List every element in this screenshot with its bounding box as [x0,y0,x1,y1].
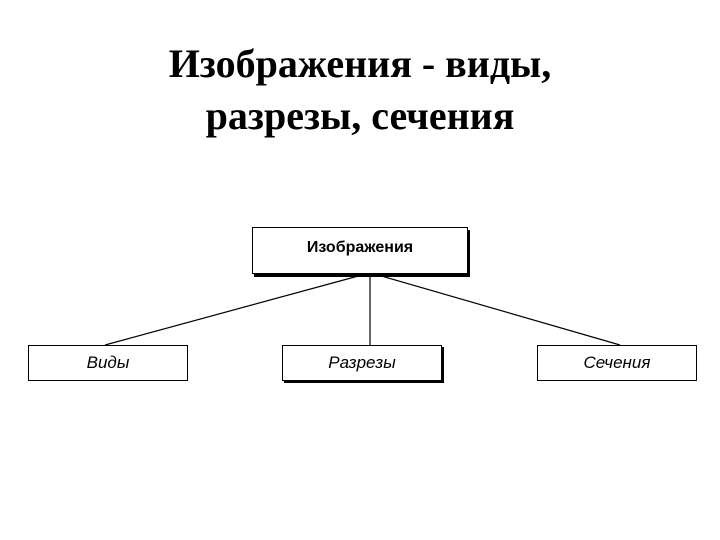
slide-title-line-2: разрезы, сечения [205,93,515,138]
diagram-child-label-vidy: Виды [86,353,130,372]
diagram-child-label-razrezy: Разрезы [328,353,396,372]
slide-title: Изображения - виды, разрезы, сечения [0,38,720,142]
diagram-child-razrezy: Разрезы [282,345,442,381]
diagram-root-node: Изображения [252,227,468,274]
connector-to-secheniya [377,274,621,346]
diagram-child-label-secheniya: Сечения [583,353,651,372]
diagram-child-vidy: Виды [28,345,188,381]
diagram-root-label: Изображения [306,238,414,256]
connector-to-vidy [104,274,363,346]
slide-title-line-1: Изображения - виды, [168,41,552,86]
diagram-child-secheniya: Сечения [537,345,697,381]
